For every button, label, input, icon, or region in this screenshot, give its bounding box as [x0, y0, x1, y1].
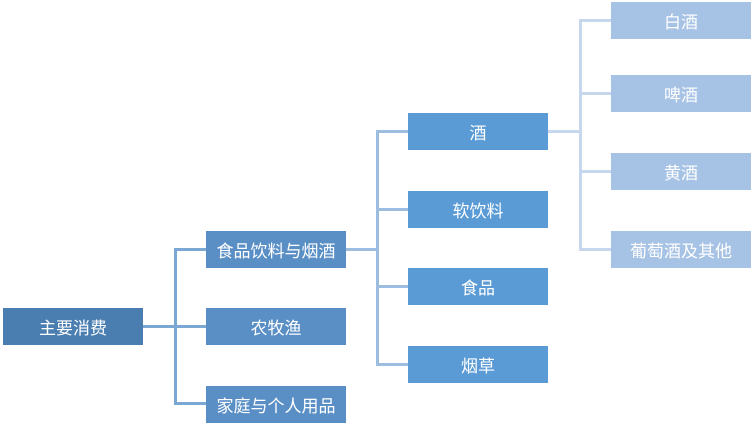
connector-to-grape-wine: [579, 248, 611, 251]
connector-to-food-beverage-tobacco: [174, 248, 206, 251]
connector-to-agriculture: [174, 325, 206, 328]
node-soft-drinks: 软饮料: [408, 191, 548, 228]
node-baijiu: 白酒: [611, 2, 751, 39]
node-beer: 啤酒: [611, 75, 751, 112]
node-agriculture: 农牧渔: [206, 308, 346, 345]
node-main-consumption: 主要消费: [3, 308, 143, 345]
node-household-personal: 家庭与个人用品: [206, 386, 346, 423]
node-tobacco: 烟草: [408, 346, 548, 383]
connector-to-baijiu: [579, 19, 611, 22]
connector-fbt-bus: [376, 130, 379, 366]
connector-liquor-stub: [548, 130, 580, 133]
connector-to-beer: [579, 92, 611, 95]
connector-to-food: [376, 285, 408, 288]
connector-liquor-bus: [579, 19, 582, 250]
node-liquor: 酒: [408, 113, 548, 150]
node-grape-wine-other: 葡萄酒及其他: [611, 231, 751, 268]
connector-to-tobacco: [376, 363, 408, 366]
node-rice-wine: 黄酒: [611, 153, 751, 190]
connector-root-stub: [143, 325, 175, 328]
node-food: 食品: [408, 268, 548, 305]
node-food-beverage-tobacco: 食品饮料与烟酒: [206, 231, 346, 268]
connector-to-liquor: [376, 130, 408, 133]
connector-to-soft-drinks: [376, 208, 408, 211]
connector-to-rice-wine: [579, 170, 611, 173]
connector-fbt-stub: [346, 248, 377, 251]
connector-to-household: [174, 402, 206, 405]
